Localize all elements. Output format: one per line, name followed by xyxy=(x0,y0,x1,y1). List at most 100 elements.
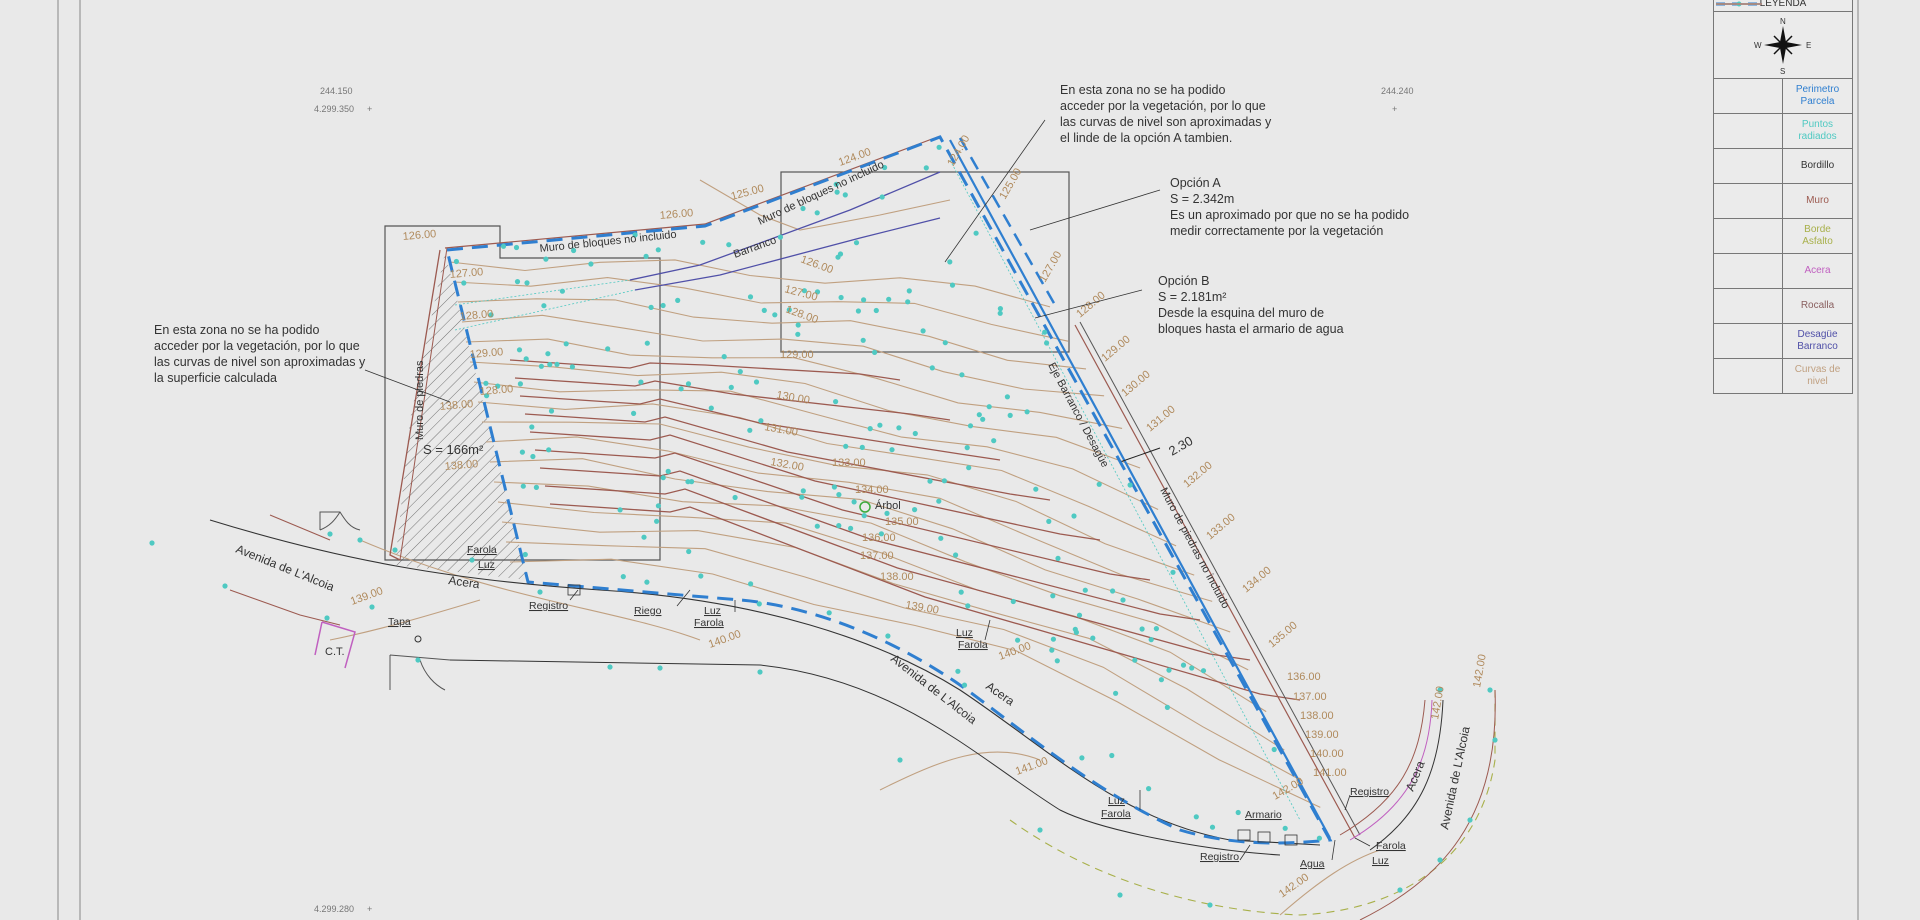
survey-point xyxy=(1050,593,1056,599)
legend-label-line: Perimetro xyxy=(1795,84,1840,95)
survey-point xyxy=(554,361,560,367)
survey-point xyxy=(1024,409,1030,415)
legend-label-line: Muro xyxy=(1806,195,1829,206)
contour-label: 135.00 xyxy=(885,516,919,528)
survey-point xyxy=(547,361,553,368)
survey-point xyxy=(1071,513,1077,519)
survey-point xyxy=(800,205,806,212)
legend-symbol xyxy=(1714,3,1783,393)
survey-point xyxy=(882,164,888,171)
survey-point xyxy=(826,610,832,616)
survey-point xyxy=(1193,814,1199,820)
compass-e: E xyxy=(1806,41,1811,50)
contour-label: 136.00 xyxy=(862,532,896,544)
survey-point xyxy=(961,682,968,688)
leader-lines xyxy=(567,584,1371,861)
survey-point xyxy=(461,280,467,286)
barranco-label: Barranco xyxy=(732,234,778,261)
survey-point xyxy=(842,192,848,198)
contour-lines xyxy=(329,179,1381,916)
survey-point xyxy=(484,393,490,399)
legend-label-line: Acera xyxy=(1804,265,1831,276)
zone-box-top xyxy=(780,171,1070,353)
barranco-drain xyxy=(629,171,941,281)
survey-point xyxy=(641,534,647,540)
survey-point xyxy=(541,303,547,309)
survey-point xyxy=(848,525,854,532)
survey-point xyxy=(559,288,566,294)
survey-point xyxy=(1096,481,1102,487)
agua-label: Agua xyxy=(1300,858,1325,870)
survey-point xyxy=(1109,752,1115,759)
contour-line xyxy=(699,179,951,231)
survey-point xyxy=(678,386,684,392)
armario-label: Armario xyxy=(1245,809,1282,821)
survey-point xyxy=(936,498,942,504)
compass-rose: N S E W xyxy=(1714,12,1852,79)
survey-point xyxy=(520,483,526,489)
survey-point xyxy=(927,478,933,484)
ct-outline xyxy=(314,621,356,669)
luz-label: Luz xyxy=(1108,795,1125,807)
contour-label: 140.00 xyxy=(707,628,743,651)
contour-label: 133.00 xyxy=(1204,511,1237,542)
option-a-area: S = 2.342m xyxy=(1170,192,1234,206)
contour-line xyxy=(477,401,1177,547)
survey-point xyxy=(877,422,883,428)
survey-point xyxy=(644,340,650,346)
survey-point xyxy=(537,589,543,595)
survey-point xyxy=(1487,687,1493,693)
survey-point xyxy=(660,302,666,309)
perimeter-parcela xyxy=(445,135,1333,845)
survey-point xyxy=(1010,598,1016,605)
survey-point xyxy=(1316,835,1322,841)
bordillo-line xyxy=(209,519,1321,846)
rocalla-line xyxy=(1359,689,1496,920)
survey-point xyxy=(889,447,895,453)
survey-point xyxy=(1207,902,1213,908)
survey-point xyxy=(533,484,540,490)
survey-point xyxy=(949,282,956,288)
contour-label: 138.00 xyxy=(439,398,474,413)
contour-label: 130.00 xyxy=(1119,368,1152,399)
survey-point xyxy=(772,312,778,318)
survey-point xyxy=(721,354,727,360)
survey-point xyxy=(761,307,767,313)
street-label: Avenida de L'Alcoia xyxy=(1437,725,1473,831)
muro-line xyxy=(549,503,1301,701)
farola-label: Farola xyxy=(694,617,724,629)
survey-point xyxy=(529,424,535,430)
gate-outline xyxy=(319,511,361,531)
survey-point xyxy=(488,312,494,318)
contour-line xyxy=(461,314,1105,397)
survey-point xyxy=(923,165,929,171)
contour-label: 126.00 xyxy=(402,228,437,243)
contour-label: 128.00 xyxy=(479,383,514,398)
contour-label: 139.00 xyxy=(349,585,385,608)
survey-point xyxy=(835,254,841,260)
survey-point xyxy=(1200,668,1207,674)
contour-label: 137.00 xyxy=(1293,691,1327,703)
survey-point xyxy=(986,404,992,410)
contour-line xyxy=(497,501,1267,713)
note-line: En esta zona no se ha podido xyxy=(154,323,319,337)
grid-y-label: 4.299.350 xyxy=(314,104,354,114)
tapa-label: Tapa xyxy=(388,616,411,628)
survey-point xyxy=(513,244,520,251)
contour-label: 130.00 xyxy=(775,389,810,407)
contour-label: 134.00 xyxy=(1240,564,1273,595)
survey-point xyxy=(1082,587,1088,593)
survey-point xyxy=(861,513,867,519)
survey-point xyxy=(1437,857,1443,863)
survey-point xyxy=(657,665,663,671)
survey-point xyxy=(495,383,501,389)
muro-line xyxy=(524,413,1051,501)
survey-point xyxy=(973,230,979,236)
legend-label-line: nivel xyxy=(1807,376,1828,387)
survey-point xyxy=(799,494,805,500)
